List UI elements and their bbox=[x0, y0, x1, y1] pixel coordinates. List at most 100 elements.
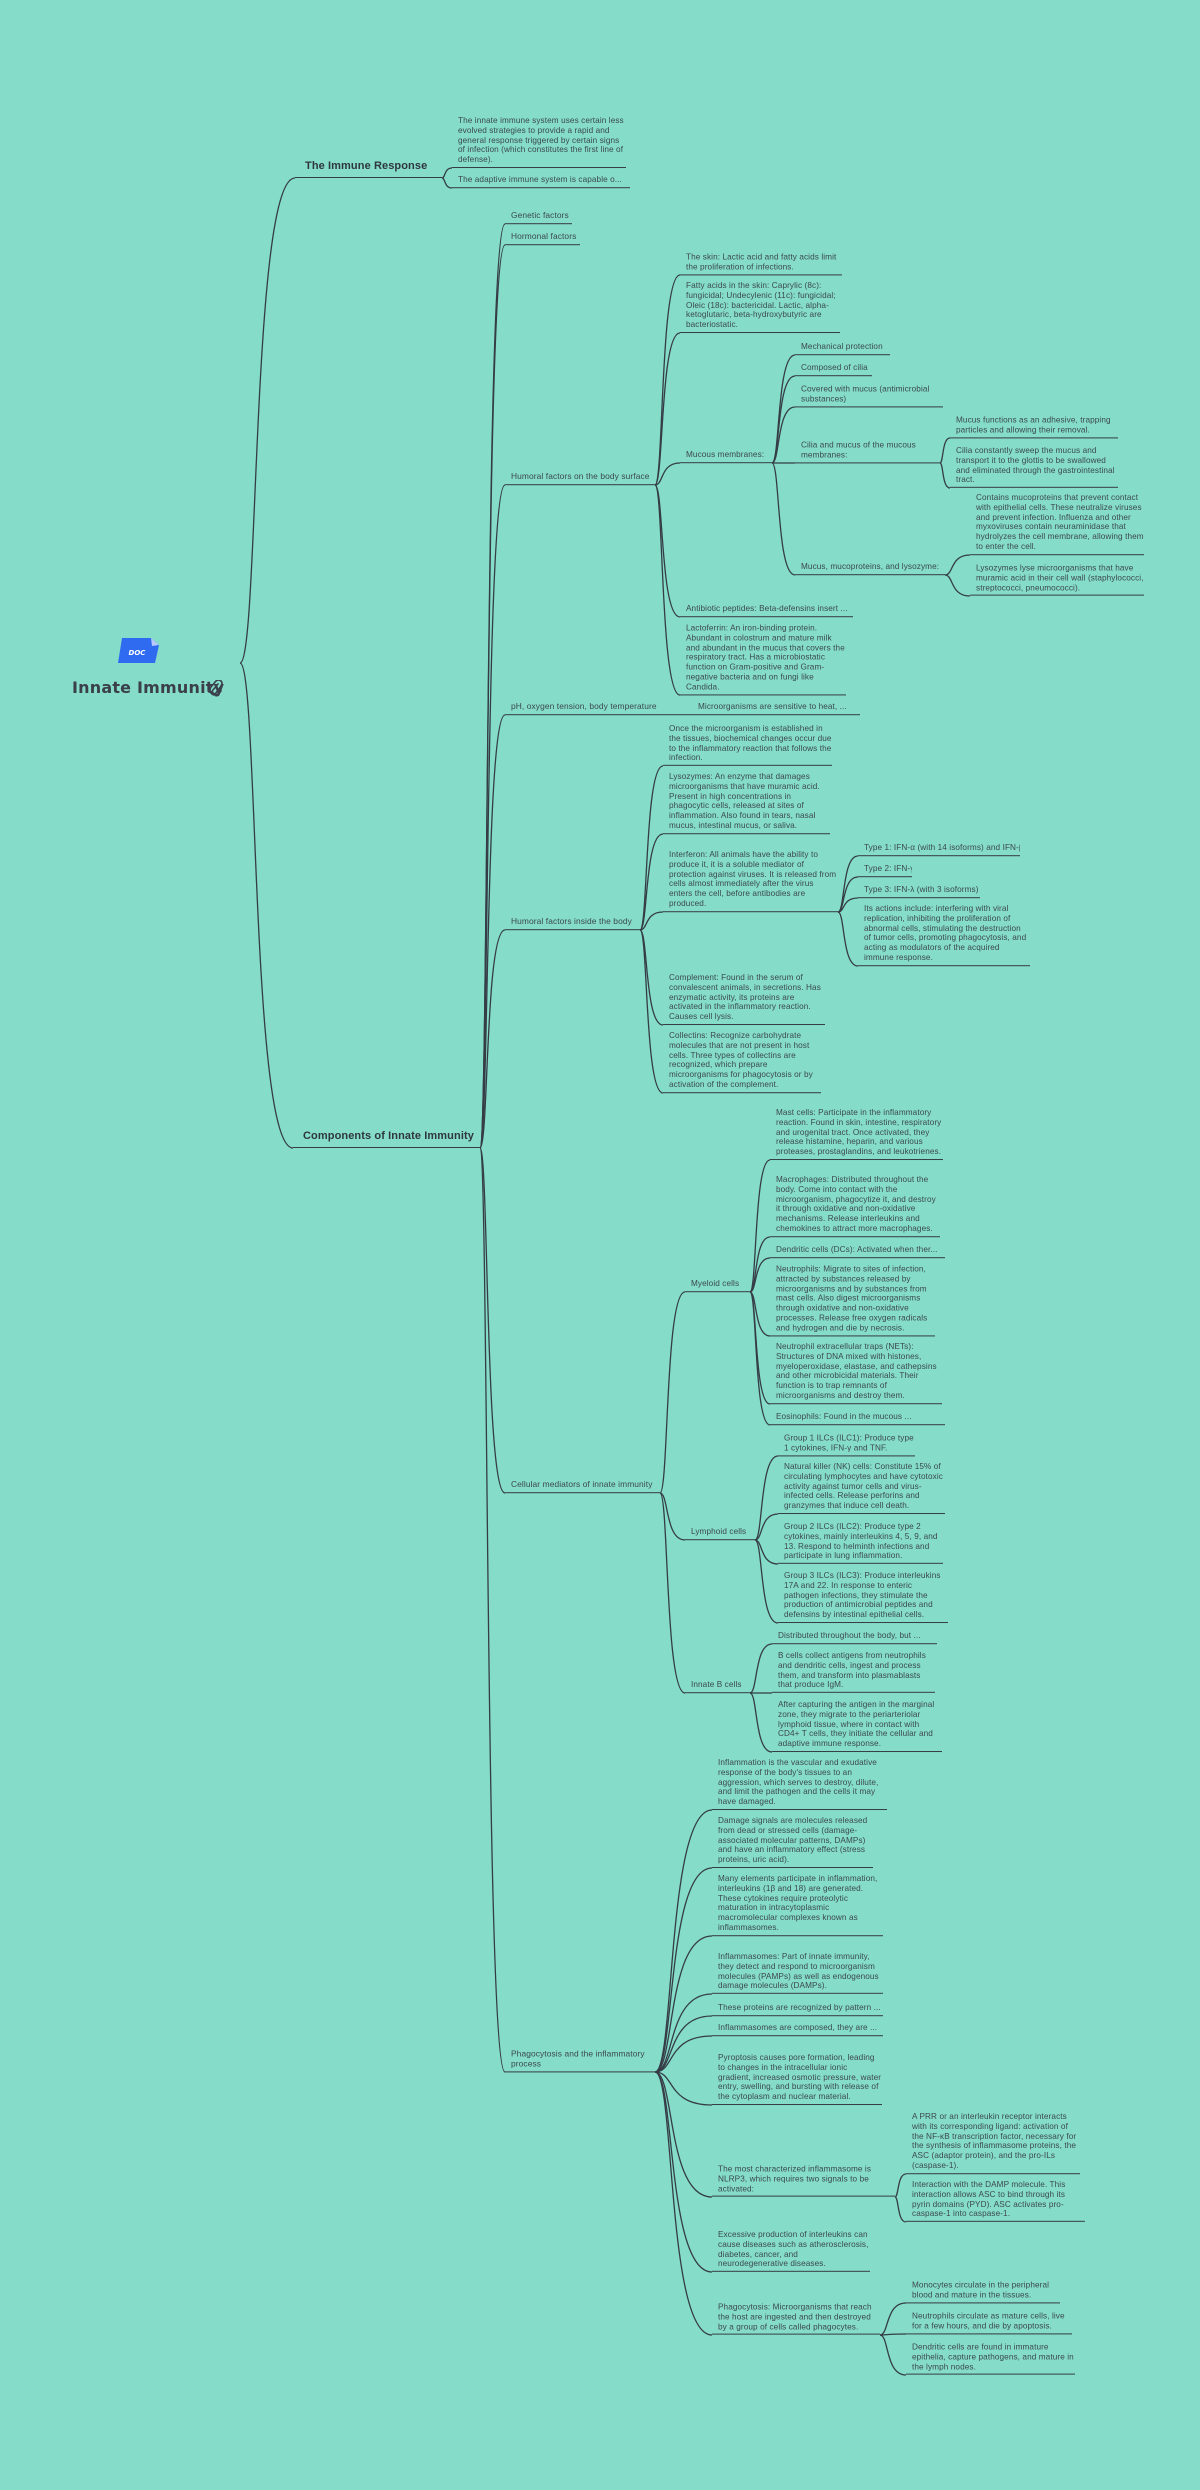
topic-lysozymes-lyse[interactable]: Lysozymes lyse microorganisms that have … bbox=[970, 564, 1144, 596]
connector-bs3 bbox=[654, 484, 681, 618]
topic-lymphoid-cells[interactable]: Lymphoid cells bbox=[685, 1527, 755, 1540]
topic-mucoproteins-lysozyme[interactable]: Mucus, mucoproteins, and lysozyme: bbox=[795, 562, 945, 575]
topic-excessive-interleukins[interactable]: Excessive production of interleukins can… bbox=[712, 2230, 870, 2272]
topic-inflammasomes-part[interactable]: Inflammasomes: Part of innate immunity, … bbox=[712, 1952, 883, 1994]
topic-ifn-actions[interactable]: Its actions include: interfering with vi… bbox=[858, 904, 1030, 966]
connector-bs1 bbox=[654, 274, 681, 486]
topic-hormonal-factors[interactable]: Hormonal factors bbox=[505, 232, 580, 245]
topic-eosinophils[interactable]: Eosinophils: Found in the mucous ... bbox=[770, 1412, 945, 1425]
topic-inflammation[interactable]: Inflammation is the vascular and exudati… bbox=[712, 1758, 887, 1810]
connector-ly3 bbox=[754, 1539, 779, 1565]
connector-ifn bbox=[639, 911, 664, 931]
topic-nlrp3[interactable]: The most characterized inflammasome is N… bbox=[712, 2165, 895, 2197]
connector-pi3 bbox=[654, 1935, 713, 2073]
topic-phagocytosis-inflammatory[interactable]: Phagocytosis and the inflammatory proces… bbox=[505, 2049, 655, 2072]
connector-bc1 bbox=[749, 1643, 773, 1694]
topic-innate-b-cells[interactable]: Innate B cells bbox=[685, 1680, 750, 1693]
topic-nets[interactable]: Neutrophil extracellular traps (NETs): S… bbox=[770, 1342, 942, 1404]
topic-skin[interactable]: The skin: Lactic acid and fatty acids li… bbox=[680, 252, 842, 275]
topic-lactoferrin[interactable]: Lactoferrin: An iron-binding protein. Ab… bbox=[680, 623, 846, 695]
topic-pattern-recognition[interactable]: These proteins are recognized by pattern… bbox=[712, 2003, 883, 2016]
topic-mechanical-protection[interactable]: Mechanical protection bbox=[795, 342, 890, 355]
connector-gen bbox=[479, 223, 506, 1149]
root-topic-title[interactable]: Innate Immunity bbox=[72, 678, 225, 697]
topic-composed-of-cilia[interactable]: Composed of cilia bbox=[795, 363, 872, 376]
topic-b-capturing-antigen[interactable]: After capturing the antigen in the margi… bbox=[772, 1700, 942, 1752]
connector-ifn3 bbox=[837, 897, 859, 913]
topic-immune-response[interactable]: The Immune Response bbox=[295, 160, 442, 178]
topic-ph-oxygen-temperature[interactable]: pH, oxygen tension, body temperature bbox=[505, 702, 692, 715]
connector-pi6 bbox=[654, 2035, 713, 2073]
topic-ifn-type-2[interactable]: Type 2: IFN-γ bbox=[858, 864, 912, 877]
topic-fatty-acids[interactable]: Fatty acids in the skin: Caprylic (8c): … bbox=[680, 281, 840, 333]
topic-cellular-mediators[interactable]: Cellular mediators of innate immunity bbox=[505, 1480, 660, 1493]
connector-nl2 bbox=[894, 2196, 907, 2223]
connector-ifn4 bbox=[837, 911, 859, 967]
topic-myeloid-cells[interactable]: Myeloid cells bbox=[685, 1279, 750, 1292]
topic-neutrophils-circulate[interactable]: Neutrophils circulate as mature cells, l… bbox=[906, 2311, 1072, 2334]
topic-antibiotic-peptides[interactable]: Antibiotic peptides: Beta-defensins inse… bbox=[680, 604, 853, 617]
connector-pi2 bbox=[654, 1867, 713, 2073]
topic-ilc3[interactable]: Group 3 ILCs (ILC3): Produce interleukin… bbox=[778, 1571, 948, 1623]
connector-bc bbox=[659, 1492, 686, 1694]
topic-damage-signals[interactable]: Damage signals are molecules released fr… bbox=[712, 1816, 873, 1868]
topic-mucous-membranes[interactable]: Mucous membranes: bbox=[680, 450, 772, 463]
topic-adaptive-immune-system[interactable]: The adaptive immune system is capable o.… bbox=[452, 175, 630, 188]
topic-ifn-type-1[interactable]: Type 1: IFN-α (with 14 isoforms) and IFN… bbox=[858, 843, 1020, 856]
topic-lysozymes-enzyme[interactable]: Lysozymes: An enzyme that damages microo… bbox=[663, 772, 830, 834]
connector-ci bbox=[239, 662, 294, 1149]
topic-interferon[interactable]: Interferon: All animals have the ability… bbox=[663, 850, 838, 912]
connector-mpl bbox=[771, 462, 796, 576]
connector-ifn1 bbox=[837, 855, 859, 913]
topic-inflammasomes-composed[interactable]: Inflammasomes are composed, they are ... bbox=[712, 2023, 883, 2036]
topic-phagocytosis[interactable]: Phagocytosis: Microorganisms that reach … bbox=[712, 2303, 880, 2335]
topic-macrophages[interactable]: Macrophages: Distributed throughout the … bbox=[770, 1175, 940, 1237]
doc-file-icon[interactable]: DOC bbox=[117, 637, 160, 664]
topic-once-established[interactable]: Once the microorganism is established in… bbox=[663, 724, 832, 766]
topic-b-distributed[interactable]: Distributed throughout the body, but ... bbox=[772, 1631, 937, 1644]
topic-pyroptosis[interactable]: Pyroptosis causes pore formation, leadin… bbox=[712, 2053, 882, 2105]
topic-mast-cells[interactable]: Mast cells: Participate in the inflammat… bbox=[770, 1108, 943, 1160]
topic-dendritic-epithelia[interactable]: Dendritic cells are found in immature ep… bbox=[906, 2343, 1075, 2375]
connector-my3 bbox=[749, 1257, 771, 1293]
connector-pg2 bbox=[879, 2333, 907, 2336]
topic-ifn-type-3[interactable]: Type 3: IFN-λ (with 3 isoforms) bbox=[858, 885, 980, 898]
topic-components-innate-immunity[interactable]: Components of Innate Immunity bbox=[293, 1130, 480, 1148]
topic-cilia-and-mucus[interactable]: Cilia and mucus of the mucous membranes: bbox=[795, 440, 940, 463]
topic-contains-mucoproteins[interactable]: Contains mucoproteins that prevent conta… bbox=[970, 493, 1144, 555]
topic-prr-interaction[interactable]: A PRR or an interleukin receptor interac… bbox=[906, 2112, 1080, 2174]
connector-hi4 bbox=[639, 929, 664, 1094]
connector-cmu2 bbox=[939, 462, 951, 489]
topic-humoral-body-surface[interactable]: Humoral factors on the body surface bbox=[505, 472, 655, 485]
connector-mpl2 bbox=[944, 574, 971, 597]
topic-neutrophils[interactable]: Neutrophils: Migrate to sites of infecti… bbox=[770, 1264, 935, 1336]
topic-collectins[interactable]: Collectins: Recognize carbohydrate molec… bbox=[663, 1031, 821, 1093]
paperclip-icon[interactable] bbox=[209, 679, 223, 697]
topic-many-elements[interactable]: Many elements participate in inflammatio… bbox=[712, 1874, 883, 1936]
topic-genetic-factors[interactable]: Genetic factors bbox=[505, 211, 572, 224]
topic-ilc1[interactable]: Group 1 ILCs (ILC1): Produce type 1 cyto… bbox=[778, 1433, 915, 1456]
topic-humoral-inside-body[interactable]: Humoral factors inside the body bbox=[505, 917, 640, 930]
connector-mm bbox=[654, 462, 681, 486]
topic-nk-cells[interactable]: Natural killer (NK) cells: Constitute 15… bbox=[778, 1462, 945, 1514]
connector-ir2 bbox=[441, 177, 453, 189]
topic-b-collect-antigens[interactable]: B cells collect antigens from neutrophil… bbox=[772, 1651, 935, 1693]
connector-pi7 bbox=[654, 2071, 713, 2106]
topic-sensitive-to-heat[interactable]: Microorganisms are sensitive to heat, ..… bbox=[692, 702, 860, 715]
topic-complement[interactable]: Complement: Found in the serum of conval… bbox=[663, 973, 825, 1025]
topic-monocytes[interactable]: Monocytes circulate in the peripheral bl… bbox=[906, 2280, 1060, 2303]
topic-innate-immune-system[interactable]: The innate immune system uses certain le… bbox=[452, 116, 626, 168]
topic-ilc2[interactable]: Group 2 ILCs (ILC2): Produce type 2 cyto… bbox=[778, 1522, 943, 1564]
doc-icon-label: DOC bbox=[129, 649, 147, 657]
topic-cilia-sweep[interactable]: Cilia constantly sweep the mucus and tra… bbox=[950, 446, 1118, 488]
topic-damp-interaction[interactable]: Interaction with the DAMP molecule. This… bbox=[906, 2180, 1085, 2222]
connector-pi1 bbox=[654, 1809, 713, 2073]
connector-ly2 bbox=[754, 1513, 779, 1541]
connector-ly4 bbox=[754, 1539, 779, 1624]
topic-dendritic-cells[interactable]: Dendritic cells (DCs): Activated when th… bbox=[770, 1245, 945, 1258]
topic-mucus-adhesive[interactable]: Mucus functions as an adhesive, trapping… bbox=[950, 415, 1118, 438]
connector-pg3 bbox=[879, 2334, 907, 2376]
connector-my4 bbox=[749, 1291, 771, 1337]
topic-covered-with-mucus[interactable]: Covered with mucus (antimicrobial substa… bbox=[795, 384, 943, 407]
connector-mpl1 bbox=[944, 554, 971, 576]
